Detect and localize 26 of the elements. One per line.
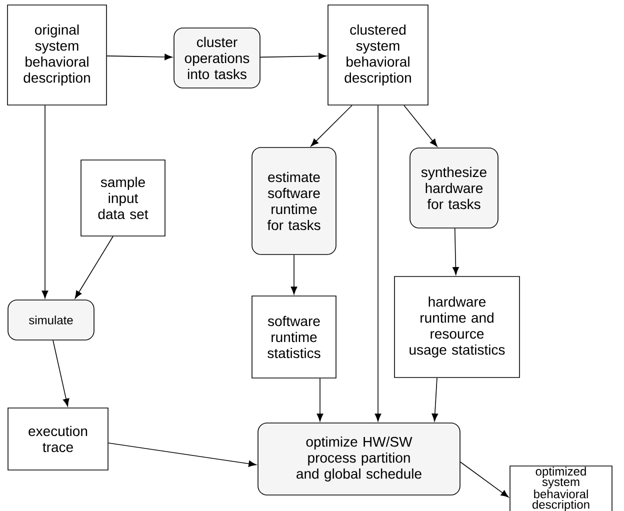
arrow bbox=[316, 378, 324, 422]
arrow bbox=[452, 228, 459, 275]
document-box: hardware runtime and resource usage statistics bbox=[394, 276, 520, 378]
arrow bbox=[310, 105, 352, 146]
process-box: synthesize hardware for tasks bbox=[410, 148, 498, 228]
process-box: cluster operations into tasks bbox=[174, 28, 260, 88]
process-box: optimize HW/SW process partition and global schedule bbox=[258, 422, 460, 496]
process-box: simulate bbox=[8, 300, 94, 340]
arrow bbox=[74, 236, 114, 299]
document-box: sample input data set bbox=[80, 160, 166, 236]
process-box: estimate software runtime for tasks bbox=[252, 147, 336, 255]
document-box: clustered system behavioral description bbox=[328, 4, 428, 106]
arrow bbox=[106, 54, 172, 60]
document-box: software runtime statistics bbox=[252, 296, 336, 378]
arrow bbox=[290, 254, 298, 294]
arrow bbox=[108, 442, 256, 467]
document-box: execution trace bbox=[8, 408, 108, 470]
arrow bbox=[432, 378, 438, 422]
arrow bbox=[460, 462, 509, 498]
arrow bbox=[404, 105, 438, 147]
arrow bbox=[374, 105, 382, 422]
arrow bbox=[52, 340, 70, 406]
document-box: original system behavioral description bbox=[7, 4, 107, 106]
arrow bbox=[42, 105, 48, 298]
arrow bbox=[260, 52, 326, 60]
document-box: optimized system behavioral description bbox=[510, 466, 612, 511]
